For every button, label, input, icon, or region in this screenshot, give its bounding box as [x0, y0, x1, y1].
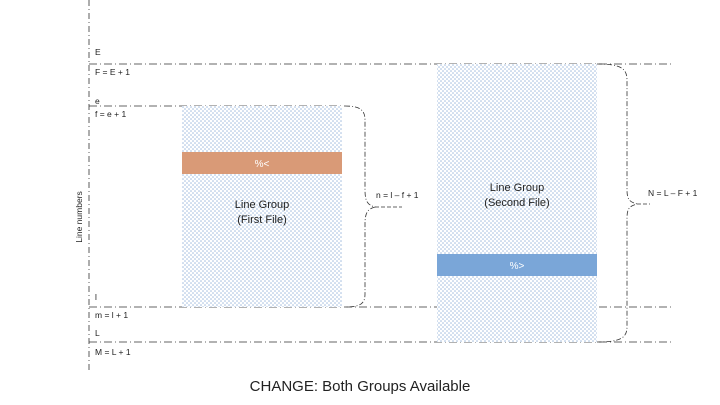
second-group-count-label: N = L – F + 1 [648, 188, 698, 198]
first-group-title: Line Group [235, 199, 289, 211]
second-group-marker-band [437, 254, 597, 276]
row-label-l: l [95, 292, 97, 302]
first-group-marker: %< [255, 159, 270, 170]
row-label-E: E [95, 47, 101, 57]
first-group-marker-band [182, 152, 342, 174]
row-label-F: F = E + 1 [95, 67, 130, 77]
second-group-subtitle: (Second File) [484, 197, 549, 209]
row-label-M: M = L + 1 [95, 347, 131, 357]
diagram-caption: CHANGE: Both Groups Available [249, 378, 471, 395]
second-group-box [437, 64, 597, 342]
second-group-title: Line Group [490, 182, 544, 194]
first-group-box [182, 106, 342, 307]
first-group-subtitle: (First File) [237, 214, 287, 226]
second-group-brace [596, 63, 639, 343]
first-group-count-label: n = l – f + 1 [376, 190, 419, 200]
row-label-e: e [95, 96, 100, 106]
row-label-f: f = e + 1 [95, 109, 126, 119]
first-group-brace [344, 105, 377, 308]
axis-label: Line numbers [74, 191, 84, 243]
row-label-L: L [95, 328, 100, 338]
second-file-group: %> Line Group (Second File) [437, 64, 597, 342]
row-label-m: m = l + 1 [95, 310, 128, 320]
first-file-group: %< Line Group (First File) [182, 106, 342, 307]
second-group-marker: %> [510, 261, 525, 272]
